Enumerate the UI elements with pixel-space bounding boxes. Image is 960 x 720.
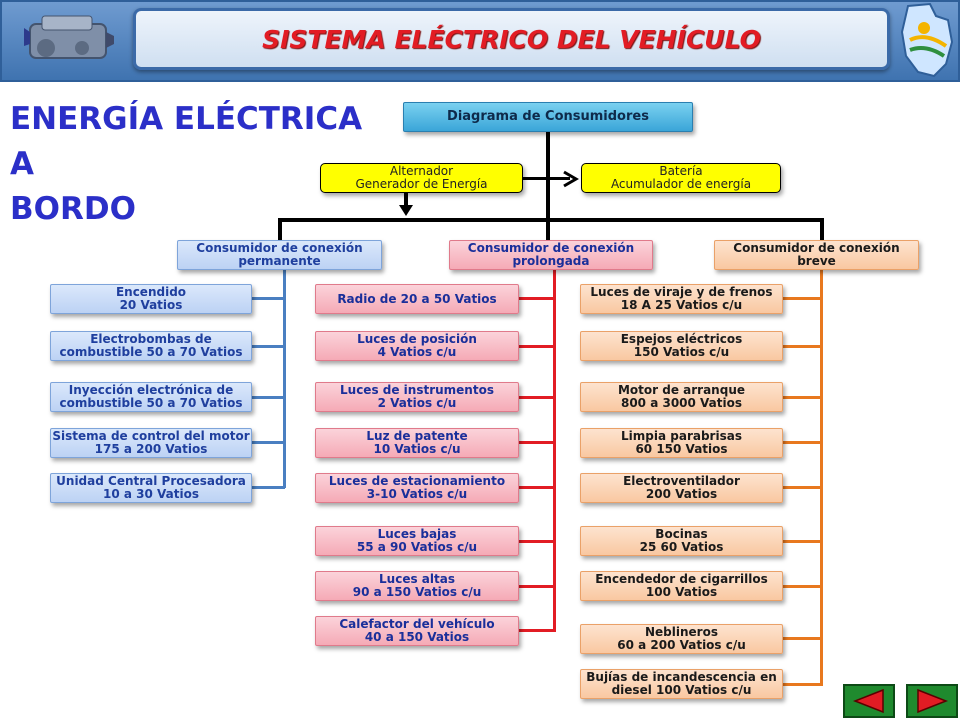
connector-prolonged-branch xyxy=(519,345,556,348)
prolonged-item: Luces bajas 55 a 90 Vatios c/u xyxy=(315,526,519,556)
permanent-item: Encendido 20 Vatios xyxy=(50,284,252,314)
category-brief: Consumidor de conexión breve xyxy=(714,240,919,270)
brief-item: Bocinas 25 60 Vatios xyxy=(580,526,783,556)
section-heading: ENERGÍA ELÉCTRICA A BORDO xyxy=(10,101,363,227)
connector-prolonged-branch xyxy=(519,585,556,588)
diagram-root-node: Diagrama de Consumidores xyxy=(403,102,693,132)
connector-brief-branch xyxy=(783,396,823,399)
connector-brief-branch xyxy=(783,540,823,543)
connector-brief-branch xyxy=(783,486,823,489)
connector-brief-trunk xyxy=(820,270,823,686)
engine-illustration xyxy=(22,10,117,68)
connector-brief-branch xyxy=(783,345,823,348)
page-title: SISTEMA ELÉCTRICO DEL VEHÍCULO xyxy=(262,24,761,54)
prolonged-item: Luces de estacionamiento 3-10 Vatios c/u xyxy=(315,473,519,503)
permanent-item: Inyección electrónica de combustible 50 … xyxy=(50,382,252,412)
connector-permanent-branch xyxy=(252,345,285,348)
previous-arrow-icon xyxy=(852,688,884,714)
previous-button[interactable] xyxy=(843,684,895,718)
connector-brief-branch xyxy=(783,585,823,588)
category-permanent: Consumidor de conexión permanente xyxy=(177,240,382,270)
arrow-to-battery-icon xyxy=(563,170,579,188)
brief-item: Espejos eléctricos 150 Vatios c/u xyxy=(580,331,783,361)
prolonged-item: Luces altas 90 a 150 Vatios c/u xyxy=(315,571,519,601)
permanent-item: Unidad Central Procesadora 10 a 30 Vatio… xyxy=(50,473,252,503)
connector-brief-branch xyxy=(783,297,823,300)
connector-prolonged-branch xyxy=(519,297,556,300)
next-arrow-icon xyxy=(917,688,949,714)
connector-top-bar xyxy=(278,218,824,222)
connector-permanent-trunk xyxy=(283,270,286,488)
connector-brief-branch xyxy=(783,441,823,444)
permanent-item: Electrobombas de combustible 50 a 70 Vat… xyxy=(50,331,252,361)
connector-prolonged-trunk xyxy=(553,270,556,632)
brief-item: Limpia parabrisas 60 150 Vatios xyxy=(580,428,783,458)
connector-drop-left xyxy=(278,218,282,242)
brief-item: Electroventilador 200 Vatios xyxy=(580,473,783,503)
connector-brief-branch xyxy=(783,637,823,640)
connector-permanent-branch xyxy=(252,441,285,444)
connector-prolonged-branch xyxy=(519,629,556,632)
brief-item: Encendedor de cigarrillos 100 Vatios xyxy=(580,571,783,601)
prolonged-item: Luz de patente 10 Vatios c/u xyxy=(315,428,519,458)
connector-permanent-branch xyxy=(252,396,285,399)
connector-root-trunk xyxy=(546,132,550,242)
connector-alt-bat xyxy=(522,177,570,180)
connector-drop-right xyxy=(820,218,824,242)
permanent-item: Sistema de control del motor 175 a 200 V… xyxy=(50,428,252,458)
brief-item: Luces de viraje y de frenos 18 A 25 Vati… xyxy=(580,284,783,314)
connector-prolonged-branch xyxy=(519,486,556,489)
connector-permanent-branch xyxy=(252,297,285,300)
prolonged-item: Radio de 20 a 50 Vatios xyxy=(315,284,519,314)
prolonged-item: Calefactor del vehículo 40 a 150 Vatios xyxy=(315,616,519,646)
category-prolonged: Consumidor de conexión prolongada xyxy=(449,240,653,270)
brief-item: Bujías de incandescencia en diesel 100 V… xyxy=(580,669,783,699)
title-banner: SISTEMA ELÉCTRICO DEL VEHÍCULO xyxy=(133,8,890,70)
connector-brief-branch xyxy=(783,683,823,686)
map-illustration xyxy=(896,2,958,78)
arrow-down-icon xyxy=(399,205,413,216)
prolonged-item: Luces de instrumentos 2 Vatios c/u xyxy=(315,382,519,412)
connector-prolonged-branch xyxy=(519,540,556,543)
connector-prolonged-branch xyxy=(519,441,556,444)
connector-permanent-branch xyxy=(252,486,285,489)
connector-prolonged-branch xyxy=(519,396,556,399)
battery-node: Batería Acumulador de energía xyxy=(581,163,781,193)
brief-item: Motor de arranque 800 a 3000 Vatios xyxy=(580,382,783,412)
next-button[interactable] xyxy=(906,684,958,718)
brief-item: Neblineros 60 a 200 Vatios c/u xyxy=(580,624,783,654)
alternator-node: Alternador Generador de Energía xyxy=(320,163,523,193)
connector-alt-drop xyxy=(404,192,408,212)
prolonged-item: Luces de posición 4 Vatios c/u xyxy=(315,331,519,361)
